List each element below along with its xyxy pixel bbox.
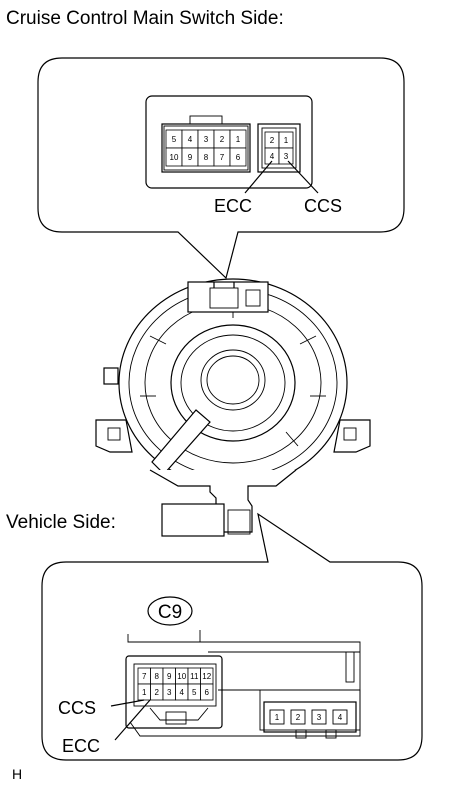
ccs-leader-line <box>287 160 319 194</box>
vehicle-pin-number: 11 <box>190 672 199 681</box>
vehicle-pin-number: 7 <box>142 672 147 681</box>
switch-connector-housing <box>145 95 313 189</box>
switch-ccs-label: CCS <box>304 196 342 216</box>
secondary-pin-cell <box>290 709 306 725</box>
vehicle-pin-number: 1 <box>142 688 147 697</box>
secondary-connector <box>263 701 357 733</box>
vehicle-ccs-label: CCS <box>58 698 96 718</box>
connector-code: C9 <box>158 602 182 623</box>
secondary-pin-number: 2 <box>296 713 301 722</box>
small-pin-number: 4 <box>270 152 275 161</box>
vehicle-pin-number: 8 <box>155 672 160 681</box>
large-pin-number: 1 <box>236 135 241 144</box>
connector-code-oval <box>147 596 193 626</box>
large-pin-number: 7 <box>220 153 225 162</box>
vehicle-pin-number: 4 <box>180 688 185 697</box>
footer-mark: H <box>12 766 22 782</box>
top-heading: Cruise Control Main Switch Side: <box>6 8 284 29</box>
secondary-pin-number: 3 <box>317 713 322 722</box>
vehicle-pin-number: 6 <box>205 688 210 697</box>
switch-connector-4pin <box>257 123 301 173</box>
small-pin-number: 3 <box>284 152 289 161</box>
vehicle-ecc-label: ECC <box>62 736 100 756</box>
secondary-pin-cell <box>332 709 348 725</box>
spiral-cable-assembly <box>95 278 371 537</box>
large-pin-number: 9 <box>188 153 193 162</box>
vehicle-ccs-leader-line <box>110 699 145 707</box>
vehicle-connector-housing <box>125 655 223 729</box>
vehicle-pin-number: 12 <box>202 672 211 681</box>
bottom-heading: Vehicle Side: <box>6 512 116 533</box>
small-pin-cell <box>278 147 294 165</box>
ecc-leader-line <box>244 160 273 194</box>
secondary-pin-number: 1 <box>275 713 280 722</box>
top-callout-bubble <box>37 57 405 280</box>
secondary-pin-number: 4 <box>338 713 343 722</box>
large-pin-number: 4 <box>188 135 193 144</box>
switch-ecc-label: ECC <box>214 196 252 216</box>
small-pin-number: 2 <box>270 136 275 145</box>
large-pin-number: 5 <box>172 135 177 144</box>
large-pin-number: 6 <box>236 153 241 162</box>
vehicle-ecc-leader-line <box>114 699 151 741</box>
large-pin-number: 8 <box>204 153 209 162</box>
secondary-pin-cell <box>311 709 327 725</box>
vehicle-pin-number: 10 <box>177 672 186 681</box>
secondary-connector-pin-row: 1 2 3 4 <box>269 709 348 725</box>
vehicle-pin-number: 3 <box>167 688 172 697</box>
large-pin-cell <box>229 147 247 167</box>
large-connector-pin-grid: 5 4 3 2 1 10 9 8 7 6 <box>165 129 247 167</box>
vehicle-pin-cell <box>200 683 214 701</box>
small-pin-number: 1 <box>284 136 289 145</box>
vehicle-pin-number: 2 <box>155 688 160 697</box>
vehicle-pin-number: 9 <box>167 672 172 681</box>
large-pin-number: 10 <box>170 153 179 162</box>
large-pin-number: 2 <box>220 135 225 144</box>
bottom-callout-bubble <box>41 512 423 761</box>
secondary-pin-cell <box>269 709 285 725</box>
vehicle-pin-number: 5 <box>192 688 197 697</box>
large-pin-number: 3 <box>204 135 209 144</box>
